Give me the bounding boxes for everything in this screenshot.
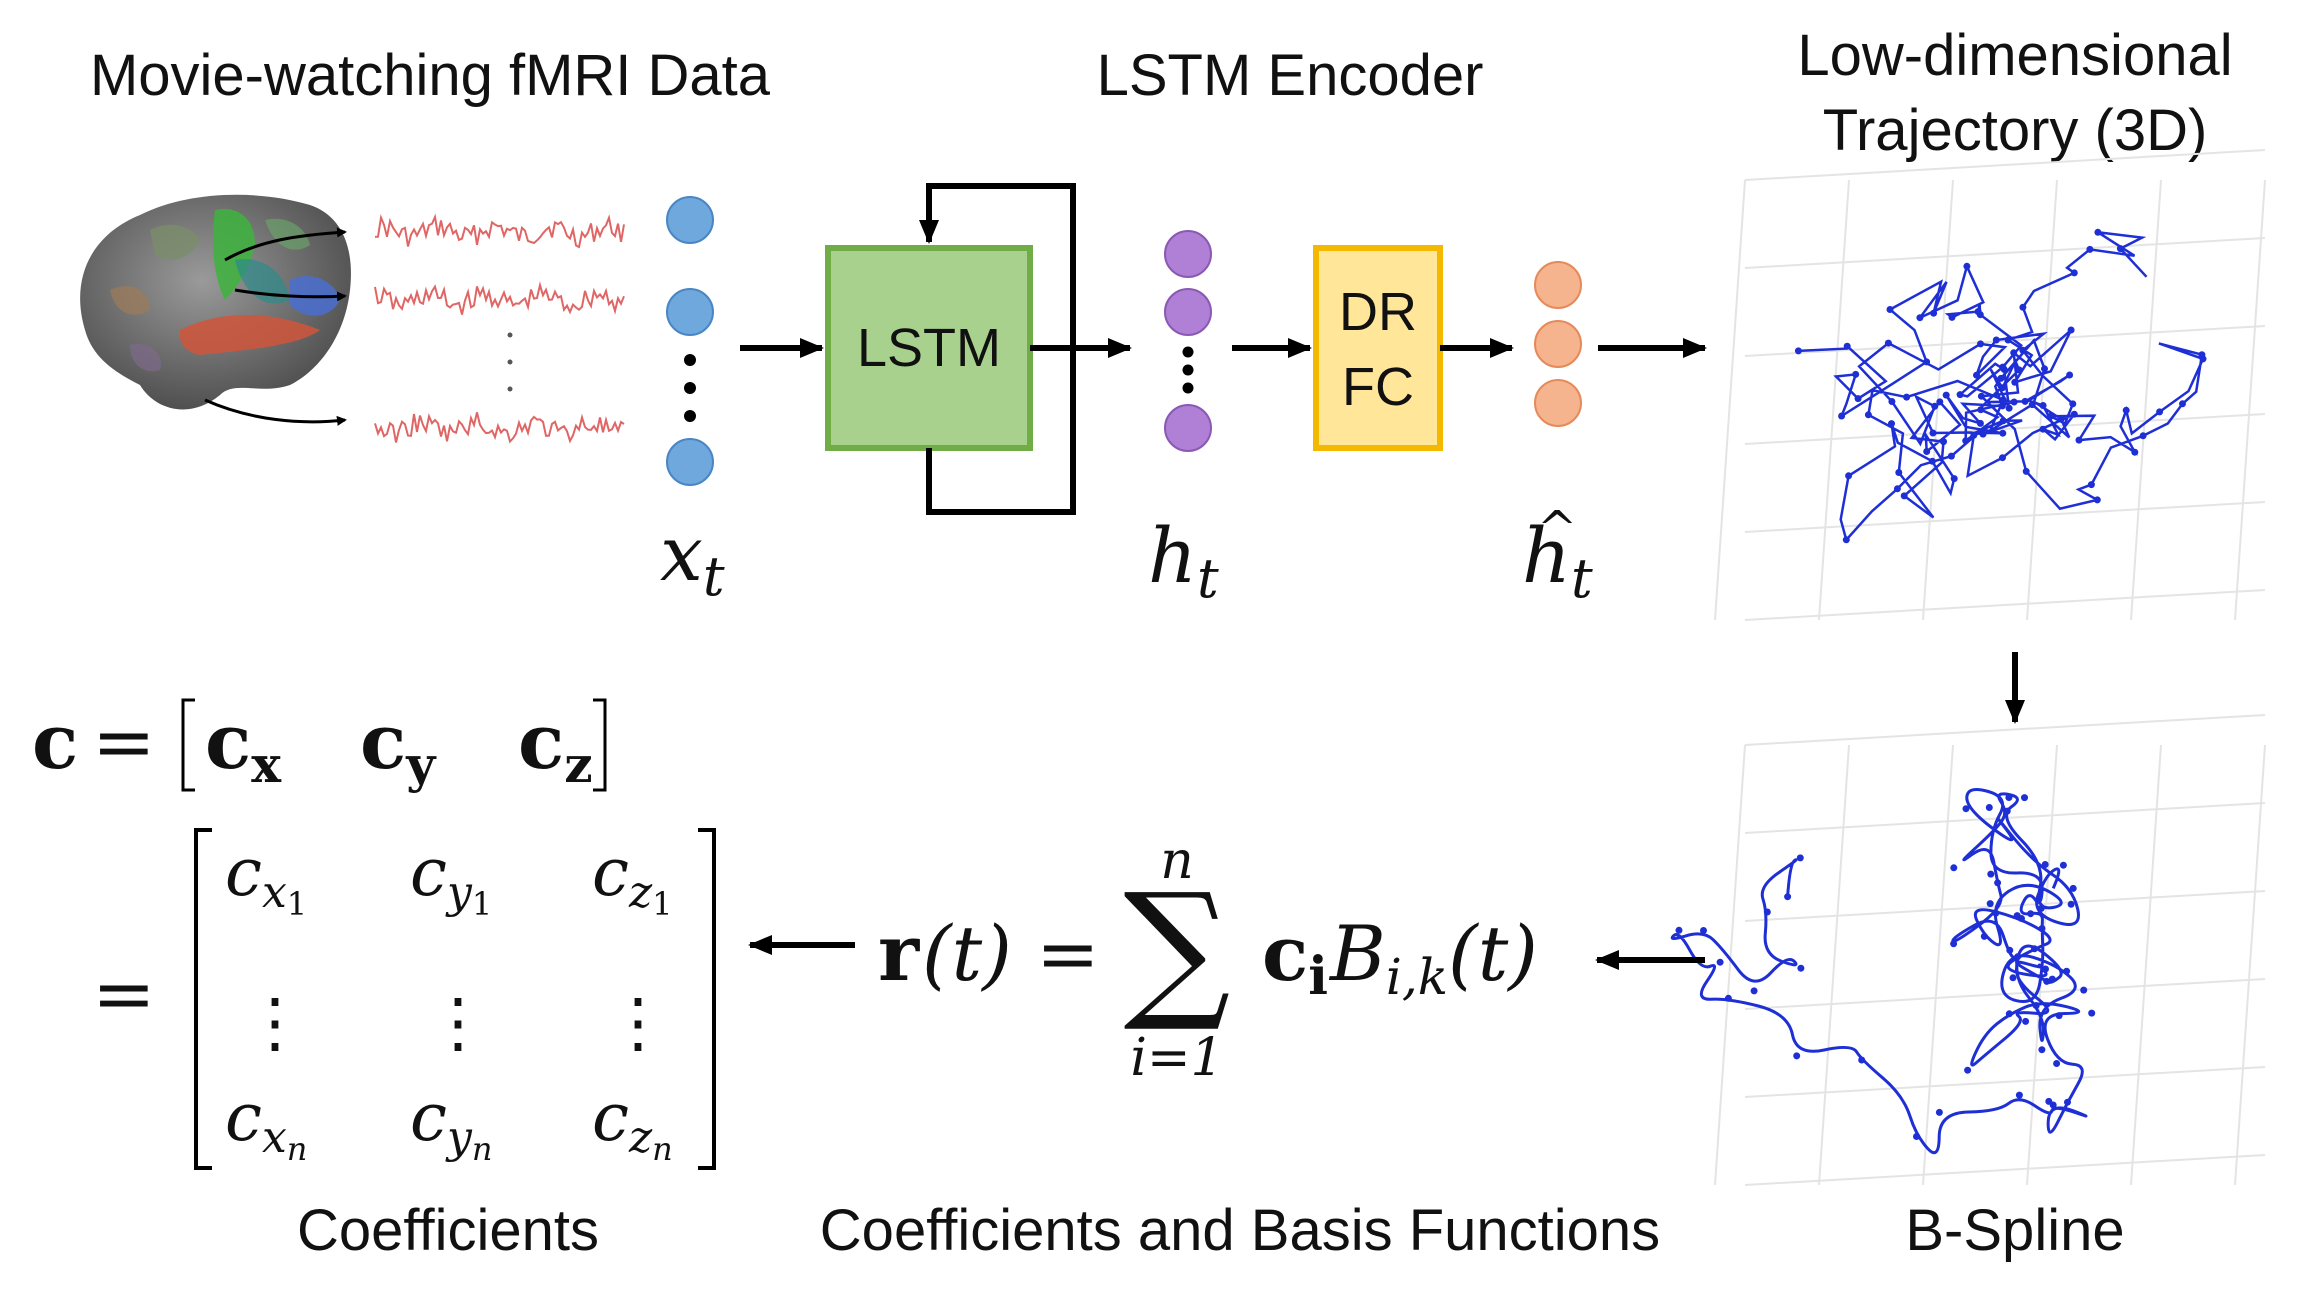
fmri-signal-line xyxy=(374,412,625,444)
lstm-block xyxy=(825,245,1033,451)
h-hat-t-symbol: ht xyxy=(1522,511,1593,610)
trajectory-3d-plot xyxy=(1794,228,2207,544)
bspline-plot-grid xyxy=(1714,714,2266,1186)
hat-accent: ^ xyxy=(1537,501,1577,557)
h-t-symbol: ht xyxy=(1148,511,1219,610)
dot-icon xyxy=(1182,364,1194,376)
hidden-node xyxy=(1164,404,1212,452)
vdots-icon: ⋮ xyxy=(605,984,671,1061)
dr-fc-block xyxy=(1313,245,1443,451)
equals-sign: = xyxy=(1036,909,1100,998)
coefficient-matrix: c = cx cy cz = cx1 cy1 cz1 ⋮ ⋮ ⋮ cxn cyn… xyxy=(32,697,716,1170)
brain-arrows xyxy=(204,227,347,426)
recurrent-loop-top xyxy=(919,183,1076,351)
coef-basis-caption: Coefficients and Basis Functions xyxy=(820,1198,1660,1263)
x-t-symbol: xt xyxy=(660,509,725,608)
equals-sign: = xyxy=(92,697,156,786)
coefficients-caption: Coefficients xyxy=(297,1198,599,1263)
trajectory-title-line2: Trajectory (3D) xyxy=(1823,98,2208,163)
r-argument: (t) xyxy=(922,909,1012,998)
ci-term: ci xyxy=(1262,909,1328,1007)
signal-vdots-icon xyxy=(507,332,513,392)
sum-lower-limit: i=1 xyxy=(1130,1028,1223,1088)
recurrent-loop-bottom xyxy=(926,348,1076,515)
dot-icon xyxy=(1182,382,1194,394)
cx-vector: cx xyxy=(205,697,282,794)
basis-term: Bi,k(t) xyxy=(1328,909,1538,1006)
trajectory-title-line1: Low-dimensional xyxy=(1797,23,2232,88)
input-node xyxy=(666,196,714,244)
hidden-node xyxy=(1164,288,1212,336)
dot-icon xyxy=(684,410,696,422)
dot-icon xyxy=(1182,346,1194,358)
fmri-title: Movie-watching fMRI Data xyxy=(90,43,771,108)
brain-image xyxy=(80,194,351,410)
r-symbol: r xyxy=(878,908,920,999)
fc-label: FC xyxy=(1342,357,1414,417)
vdots-icon: ⋮ xyxy=(425,984,491,1061)
matrix-cell: cy1 xyxy=(410,834,492,923)
fmri-signal-line xyxy=(374,213,625,249)
fmri-signal-line xyxy=(374,281,625,315)
bspline-caption: B-Spline xyxy=(1905,1198,2124,1263)
c-vector-symbol: c xyxy=(32,697,78,786)
dot-icon xyxy=(684,354,696,366)
left-bracket-matrix xyxy=(194,828,212,1170)
right-bracket-row xyxy=(593,698,607,792)
cz-vector: cz xyxy=(518,697,593,794)
dr-label: DR xyxy=(1339,282,1417,342)
hidden-nodes xyxy=(1164,230,1212,452)
hidden-node xyxy=(1164,230,1212,278)
input-node xyxy=(666,438,714,486)
encoder-title: LSTM Encoder xyxy=(1097,43,1484,108)
bspline-equation: r (t) = n ∑ i=1 ci Bi,k(t) xyxy=(878,831,1538,1088)
sum-upper-limit: n xyxy=(1160,831,1194,891)
input-node xyxy=(666,288,714,336)
output-node xyxy=(1534,320,1582,368)
dot-icon xyxy=(684,382,696,394)
input-nodes xyxy=(666,196,714,486)
sum-symbol: ∑ xyxy=(1123,862,1230,1036)
output-node xyxy=(1534,379,1582,427)
cy-vector: cy xyxy=(360,697,437,794)
bspline-3d-plot xyxy=(1670,787,2096,1155)
left-bracket-row xyxy=(181,698,195,792)
trajectory-plot-grid xyxy=(1714,149,2266,621)
matrix-cell: czn xyxy=(592,1079,673,1168)
right-bracket-matrix xyxy=(698,828,716,1170)
matrix-cell: cx1 xyxy=(225,834,307,923)
output-nodes xyxy=(1534,261,1582,427)
fmri-signals xyxy=(374,213,625,444)
matrix-cell: cxn xyxy=(225,1079,307,1168)
vdots-icon: ⋮ xyxy=(242,984,308,1061)
matrix-cell: cyn xyxy=(410,1079,492,1168)
matrix-cell: cz1 xyxy=(592,834,673,923)
output-node xyxy=(1534,261,1582,309)
equals-sign: = xyxy=(92,949,156,1038)
lstm-label: LSTM xyxy=(857,318,1001,378)
